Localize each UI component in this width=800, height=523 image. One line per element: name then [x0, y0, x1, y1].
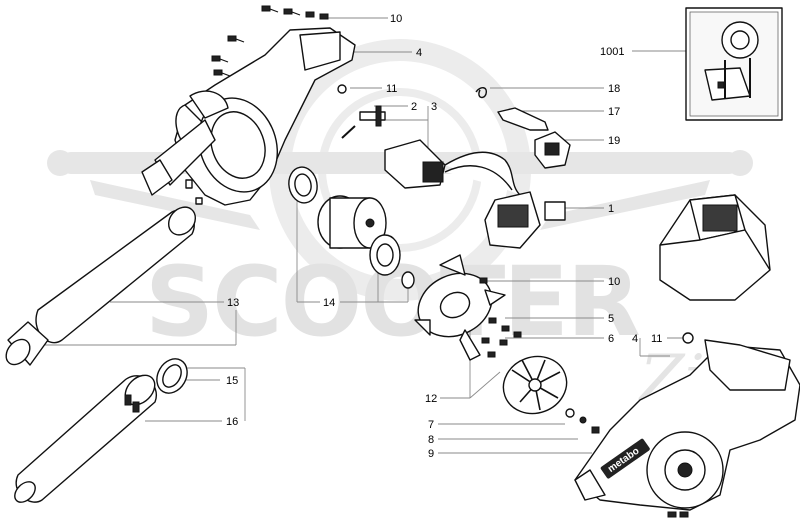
label-11-top: 11 — [386, 83, 397, 95]
motor-mount — [369, 234, 401, 276]
label-11-mid: 11 — [651, 333, 662, 345]
fan-bracket — [414, 254, 506, 361]
label-1: 1 — [608, 203, 614, 215]
label-4-mid: 4 — [632, 333, 638, 345]
small-pins — [185, 179, 203, 205]
switch-assembly — [384, 139, 521, 196]
latch — [497, 107, 549, 131]
label-13: 13 — [227, 297, 239, 309]
spring — [475, 87, 488, 99]
nut-top — [337, 84, 347, 94]
label-8: 8 — [428, 434, 434, 446]
blower-tube-nozzle — [14, 374, 158, 503]
screws-top — [211, 5, 329, 77]
motor-shaft-bushing — [401, 271, 415, 289]
part-labels: 10 4 11 2 3 1001 18 17 19 1 10 5 6 4 11 … — [226, 13, 662, 460]
label-10-top: 10 — [390, 13, 402, 25]
washers — [565, 408, 600, 434]
label-12: 12 — [425, 393, 437, 405]
label-18: 18 — [608, 83, 620, 95]
label-14: 14 — [323, 297, 335, 309]
label-2: 2 — [411, 101, 417, 113]
motor-ring-left — [288, 166, 318, 204]
fan-impeller — [502, 355, 568, 415]
label-17: 17 — [608, 106, 620, 118]
battery-connector — [484, 191, 566, 249]
switch-rod — [341, 105, 386, 139]
battery-pack — [659, 194, 771, 301]
label-9: 9 — [428, 448, 434, 460]
label-19: 19 — [608, 135, 620, 147]
electronics-board — [685, 7, 783, 121]
label-16: 16 — [226, 416, 238, 428]
motor — [317, 195, 387, 249]
label-4-top: 4 — [416, 47, 422, 59]
housing-half-top — [141, 27, 356, 206]
leader-lines — [40, 17, 686, 454]
label-6: 6 — [608, 333, 614, 345]
label-10-mid: 10 — [608, 276, 620, 288]
screws-mid — [479, 277, 522, 358]
label-7: 7 — [428, 419, 434, 431]
terminal-cover — [534, 131, 571, 169]
blower-tube-straight — [5, 206, 197, 366]
label-5: 5 — [608, 313, 614, 325]
label-15: 15 — [226, 375, 238, 387]
label-3: 3 — [431, 101, 437, 113]
locking-ring — [156, 358, 188, 394]
label-1001: 1001 — [600, 46, 624, 58]
assembled-blower: metabo — [574, 332, 800, 518]
